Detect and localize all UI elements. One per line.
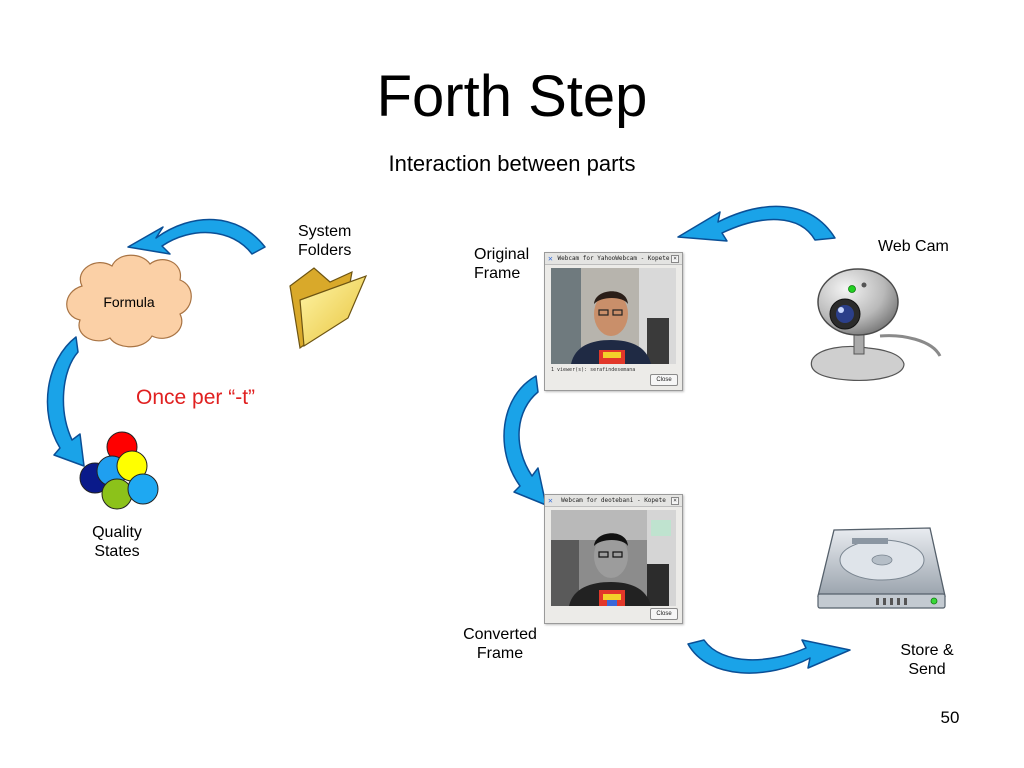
web-cam-label: Web Cam <box>878 238 949 255</box>
close-icon[interactable]: × <box>671 497 679 505</box>
curved-arrow-original-to-converted <box>503 375 547 506</box>
window-menu-icon[interactable]: ✕ <box>548 496 553 505</box>
curved-arrow-webcam-to-original <box>677 205 836 242</box>
hard-drive-icon <box>817 527 946 609</box>
converted-close-button[interactable]: Close <box>650 608 678 620</box>
original-window-titlebar: ✕ Webcam for YahooWebcam - Kopete × <box>545 253 682 265</box>
once-per-label: Once per “-t” <box>136 386 256 409</box>
formula-label: Formula <box>103 294 155 310</box>
converted-frame-window: ✕ Webcam for deotebani - Kopete × Close <box>544 494 683 624</box>
webcam-photo-converted <box>551 510 676 606</box>
folder-icon <box>289 267 368 350</box>
slide-title: Forth Step <box>376 64 648 129</box>
slide-subtitle: Interaction between parts <box>388 151 636 176</box>
store-send-label: Store &Send <box>900 642 954 678</box>
quality-states-icon <box>79 431 159 510</box>
page-number: 50 <box>940 708 960 727</box>
curved-arrow-formula-to-quality-states <box>46 336 85 467</box>
formula-cloud <box>66 254 192 348</box>
webcam-photo-original <box>551 268 676 364</box>
window-menu-icon[interactable]: ✕ <box>548 254 553 263</box>
converted-window-title: Webcam for deotebani - Kopete <box>561 497 666 504</box>
original-window-title: Webcam for YahooWebcam - Kopete <box>557 255 670 262</box>
curved-arrow-folders-to-formula <box>127 218 266 255</box>
original-window-status: 1 viewer(s): serafindesemana <box>551 367 636 373</box>
webcam-icon <box>810 268 942 381</box>
original-frame-window: ✕ Webcam for YahooWebcam - Kopete × 1 vi… <box>544 252 683 391</box>
original-close-button[interactable]: Close <box>650 374 678 386</box>
curved-arrow-converted-to-store <box>687 639 851 674</box>
converted-window-titlebar: ✕ Webcam for deotebani - Kopete × <box>545 495 682 507</box>
close-icon[interactable]: × <box>671 255 679 263</box>
